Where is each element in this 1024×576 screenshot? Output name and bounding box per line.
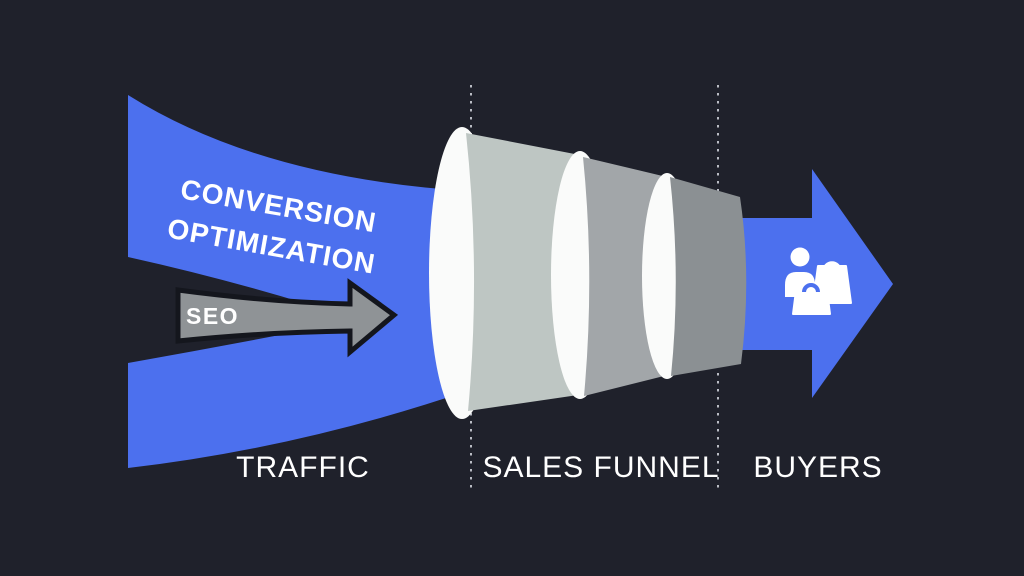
- seo-label: SEO: [186, 303, 240, 329]
- seo-arrow: [175, 278, 399, 358]
- buyer-shopping-icon: [785, 247, 852, 315]
- buyer-head-icon: [790, 247, 810, 267]
- small-shopping-bag-icon: [792, 282, 831, 315]
- traffic-flow-shape: [128, 95, 470, 468]
- small-bag-handle-icon: [802, 283, 820, 293]
- funnel-stage-3: [670, 177, 747, 376]
- stage-label-sales-funnel: SALES FUNNEL: [482, 451, 720, 484]
- stage-label-traffic: TRAFFIC: [236, 451, 370, 484]
- stage-label-buyers: BUYERS: [753, 451, 883, 484]
